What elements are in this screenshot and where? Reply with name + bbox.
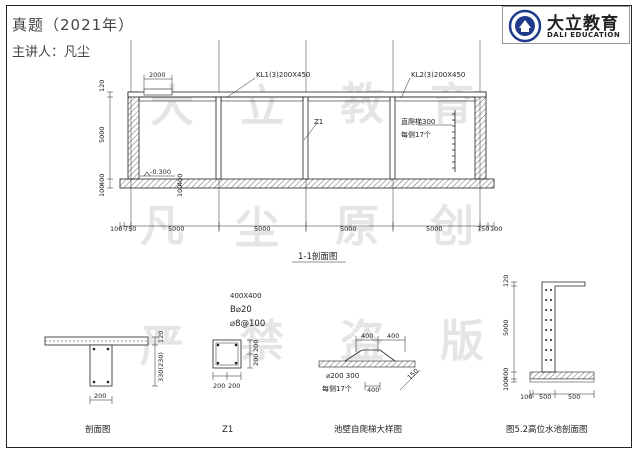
lecturer-label: 主讲人：凡尘 [12, 45, 91, 60]
beam-dim-height: 330(230) [157, 352, 165, 382]
beam-dim-width: 200 [94, 392, 106, 400]
pool-dim-height: 5000 [502, 319, 510, 336]
bottom-dim: 750 [124, 225, 136, 233]
watermark-char: 严 [140, 321, 184, 372]
pool-dim-base: 400 [502, 368, 510, 380]
beam-section-caption: 剖面图 [85, 424, 111, 435]
logo-english: DALI EDUCATION [547, 31, 621, 39]
detail-ladder: 400 400 ⌀200 300 每侧17个 400 150 池壁自爬梯大样图 [318, 332, 420, 435]
bottom-dim: 5000 [340, 225, 357, 233]
bottom-dim: 5000 [426, 225, 443, 233]
z1-rebar-stirrup: ⌀8@100 [230, 319, 265, 329]
beam-label-right: KL2(3)200X450 [411, 71, 465, 79]
ladder-caption: 池壁自爬梯大样图 [334, 424, 402, 435]
drawing-frame [6, 5, 632, 448]
watermark-char: 教 [340, 79, 384, 130]
watermark-char: 凡 [140, 201, 184, 252]
column-label: Z1 [314, 118, 323, 126]
detail-z1-column: 400X400 B⌀20 ⌀8@100 200 200 200 200 Z1 [212, 292, 265, 435]
ladder-rebar: ⌀200 300 [326, 372, 359, 380]
z1-size: 400X400 [230, 292, 262, 300]
logo-emblem-icon [508, 9, 542, 43]
left-bottom-dim: 100 [176, 185, 184, 197]
bottom-dim: 5000 [254, 225, 271, 233]
page-title: 真题（2021年） [12, 16, 135, 34]
height-dim-100: 100 [98, 185, 106, 197]
ladder-note: 每侧17个 [322, 384, 352, 393]
watermark-char: 禁 [240, 316, 284, 367]
ladder-dim-b: 400 [387, 332, 399, 340]
bottom-dim: 100 [110, 225, 122, 233]
bottom-dim: 5000 [168, 225, 185, 233]
level-label: -0.300 [150, 168, 171, 176]
watermark-char: 盗 [340, 316, 384, 367]
watermark-char: 育 [430, 79, 474, 130]
watermark-char: 立 [240, 81, 284, 132]
section-1-1: KL1(3)200X450 KL2(3)200X450 Z1 直爬梯300 每侧… [98, 40, 502, 263]
left-bottom-dim: 400 [176, 174, 184, 186]
ladder-note-1: 直爬梯300 [401, 117, 435, 126]
z1-caption: Z1 [222, 425, 233, 435]
pool-dim-bottom: 500 [568, 393, 580, 401]
z1-dim-right: 200 [252, 340, 260, 352]
ladder-dim-c: 400 [367, 386, 379, 394]
watermark-char: 尘 [235, 203, 279, 254]
detail-beam-section: 120 330(230) 200 剖面图 [44, 331, 165, 435]
beam-dim-120: 120 [157, 331, 165, 343]
watermark-char: 原 [335, 201, 379, 252]
watermark-char: 版 [440, 316, 484, 367]
pool-dim-top: 120 [502, 275, 510, 287]
height-dim-5000: 5000 [98, 126, 106, 143]
logo-name: 大立教育 [547, 14, 619, 34]
pool-caption: 图5.2高位水池剖面图 [506, 424, 588, 435]
bottom-dim: 100 [490, 225, 502, 233]
z1-dim-bottom: 200 [213, 382, 225, 390]
z1-dim-bottom: 200 [228, 382, 240, 390]
watermark-char: 创 [430, 201, 474, 252]
section-caption: 1-1剖面图 [298, 251, 337, 262]
z1-rebar-main: B⌀20 [230, 305, 252, 315]
brand-logo: 大立教育 DALI EDUCATION [502, 6, 630, 44]
height-dim-400: 400 [98, 174, 106, 186]
bottom-dim: 750 [477, 225, 489, 233]
ladder-dim-slope: 150 [406, 367, 420, 381]
ladder-dim-a: 400 [361, 332, 373, 340]
height-dim-120: 120 [98, 80, 106, 92]
top-span-dim: 2000 [149, 71, 166, 79]
detail-pool-section: 120 5000 100 400 100 500 500 图5.2高位水池剖面图 [502, 275, 595, 435]
beam-label-left: KL1(3)200X450 [256, 71, 310, 79]
ladder-note-2: 每侧17个 [401, 130, 431, 139]
pool-dim-bottom: 100 [520, 393, 532, 401]
pool-dim-bottom: 500 [539, 393, 551, 401]
pool-dim-base: 100 [502, 379, 510, 391]
z1-dim-right: 200 [252, 354, 260, 366]
